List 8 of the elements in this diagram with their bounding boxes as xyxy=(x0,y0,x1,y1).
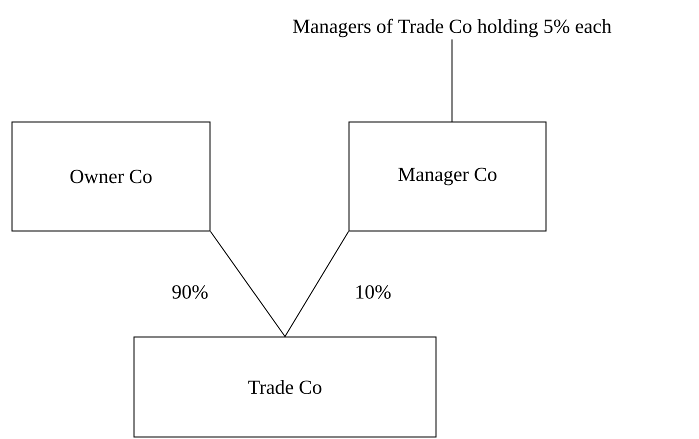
edge-label: 90% xyxy=(170,284,210,300)
heading-text: Managers of Trade Co holding 5% each xyxy=(293,18,612,38)
connector-line xyxy=(210,231,286,337)
company-box: Owner Co xyxy=(12,122,210,232)
company-box: Manager Co xyxy=(348,122,546,232)
company-box: Trade Co xyxy=(134,336,436,438)
connector-line xyxy=(284,231,349,337)
edge-label: 10% xyxy=(354,284,392,300)
